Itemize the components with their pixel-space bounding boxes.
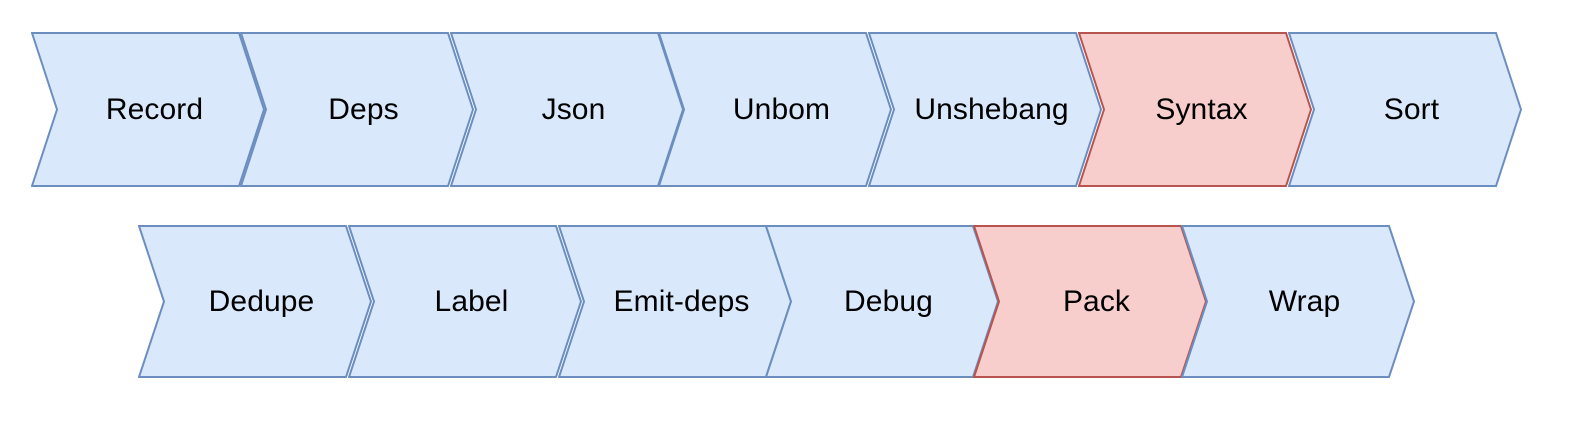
chevron-step-debug[interactable]: Debug [765, 225, 999, 378]
chevron-step-deps[interactable]: Deps [240, 32, 474, 187]
chevron-step-label: Unbom [732, 92, 831, 126]
chevron-outline [348, 225, 582, 378]
chevron-step-pack[interactable]: Pack [973, 225, 1207, 378]
chevron-outline [31, 32, 265, 187]
chevron-shape [1181, 225, 1415, 378]
chevron-step-label: Record [105, 92, 204, 126]
chevron-outline [138, 225, 372, 378]
chevron-step-label: Deps [328, 92, 399, 126]
chevron-outline [658, 32, 892, 187]
chevron-step-emit-deps[interactable]: Emit-deps [558, 225, 792, 378]
chevron-step-label: Syntax [1155, 92, 1248, 126]
chevron-step-record[interactable]: Record [31, 32, 265, 187]
chevron-step-syntax[interactable]: Syntax [1078, 32, 1312, 187]
chevron-step-sort[interactable]: Sort [1288, 32, 1522, 187]
chevron-step-label: Debug [844, 284, 933, 318]
chevron-step-dedupe[interactable]: Dedupe [138, 225, 372, 378]
chevron-step-label: Unshebang [914, 92, 1069, 126]
chevron-step-label: Json [541, 92, 606, 126]
chevron-step-label: Pack [1062, 284, 1131, 318]
chevron-outline [240, 32, 474, 187]
chevron-shape [1078, 32, 1312, 187]
chevron-step-label[interactable]: Label [348, 225, 582, 378]
chevron-outline [1181, 225, 1415, 378]
chevron-shape [1288, 32, 1522, 187]
chevron-step-unbom[interactable]: Unbom [658, 32, 892, 187]
chevron-outline [1288, 32, 1522, 187]
chevron-step-label: Wrap [1268, 284, 1341, 318]
chevron-shape [240, 32, 474, 187]
chevron-step-json[interactable]: Json [450, 32, 684, 187]
chevron-outline [868, 32, 1102, 187]
chevron-step-label: Sort [1383, 92, 1440, 126]
chevron-step-label: Emit-deps [613, 284, 750, 318]
chevron-step-wrap[interactable]: Wrap [1181, 225, 1415, 378]
chevron-shape [138, 225, 372, 378]
chevron-step-label: Dedupe [208, 284, 315, 318]
chevron-shape [348, 225, 582, 378]
chevron-step-label: Label [434, 284, 509, 318]
chevron-shape [31, 32, 265, 187]
chevron-shape [658, 32, 892, 187]
chevron-step-unshebang[interactable]: Unshebang [868, 32, 1102, 187]
chevron-shape [868, 32, 1102, 187]
chevron-outline [1078, 32, 1312, 187]
